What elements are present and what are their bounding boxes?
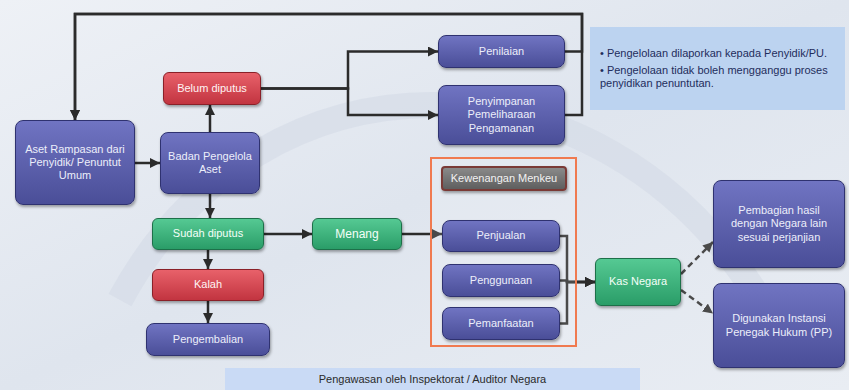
dashed-arrow: [681, 242, 713, 274]
agency-box: Badan Pengelola Aset: [160, 132, 260, 194]
box-label: Menang: [335, 227, 378, 241]
outcome-box: Menang: [312, 218, 402, 250]
process-box: Penyimpanan Pemeliharaan Pengamanan: [438, 85, 565, 145]
status-box: Sudah diputus: [152, 218, 264, 250]
connector-arrow: [264, 233, 312, 236]
authority-group: Kewenangan MenkeuPenjualanPenggunaanPema…: [430, 157, 577, 347]
box-label: Pemanfaatan: [468, 317, 533, 330]
status-box: Belum diputus: [163, 72, 261, 105]
result-box: Pembagian hasil dengan Negara lain sesua…: [713, 180, 845, 268]
box-label: Digunakan Instansi Penegak Hukum (PP): [719, 312, 839, 338]
box-label: Pembagian hasil dengan Negara lain sesua…: [719, 204, 839, 244]
group-heading: Kewenangan Menkeu: [441, 166, 567, 191]
process-box: Penggunaan: [442, 264, 560, 297]
dashed-arrow: [681, 290, 713, 314]
box-label: Belum diputus: [177, 82, 247, 95]
treasury-box: Kas Negara: [595, 258, 681, 306]
connector-arrow: [207, 301, 210, 323]
connector-arrow: [135, 162, 160, 165]
box-label: Kas Negara: [609, 275, 667, 288]
box-label: Penyimpanan Pemeliharaan Pengamanan: [444, 95, 559, 135]
box-label: Penjualan: [477, 229, 526, 242]
process-box: Pengembalian: [146, 323, 270, 356]
box-label: Pengembalian: [173, 333, 243, 346]
footer-band: Pengawasan oleh Inspektorat / Auditor Ne…: [225, 368, 640, 390]
box-label: Aset Rampasan dari Penyidik/ Penuntut Um…: [21, 143, 129, 183]
box-label: Badan Pengelola Aset: [166, 150, 254, 176]
result-box: Digunakan Instansi Penegak Hukum (PP): [713, 283, 845, 368]
connector-arrow: [209, 194, 212, 218]
outcome-box: Kalah: [152, 269, 264, 301]
connector-arrow: [261, 52, 438, 89]
connector-arrow: [209, 105, 212, 132]
note-text: • Pengelolaan tidak boleh mengganggu pro…: [600, 64, 835, 90]
box-label: Penilaian: [479, 45, 524, 58]
box-label: Penggunaan: [470, 274, 532, 287]
box-label: Pengawasan oleh Inspektorat / Auditor Ne…: [319, 373, 546, 386]
process-box: Penilaian: [438, 35, 565, 68]
box-label: Sudah diputus: [173, 227, 243, 240]
note-text: • Pengelolaan dilaporkan kepada Penyidik…: [600, 47, 827, 60]
process-box: Pemanfaatan: [442, 307, 560, 340]
box-label: Kalah: [194, 278, 222, 291]
note-box: • Pengelolaan dilaporkan kepada Penyidik…: [590, 27, 845, 110]
connector-arrow: [207, 250, 210, 269]
connector-arrow: [261, 89, 438, 116]
source-box: Aset Rampasan dari Penyidik/ Penuntut Um…: [15, 120, 135, 205]
process-box: Penjualan: [442, 220, 560, 252]
